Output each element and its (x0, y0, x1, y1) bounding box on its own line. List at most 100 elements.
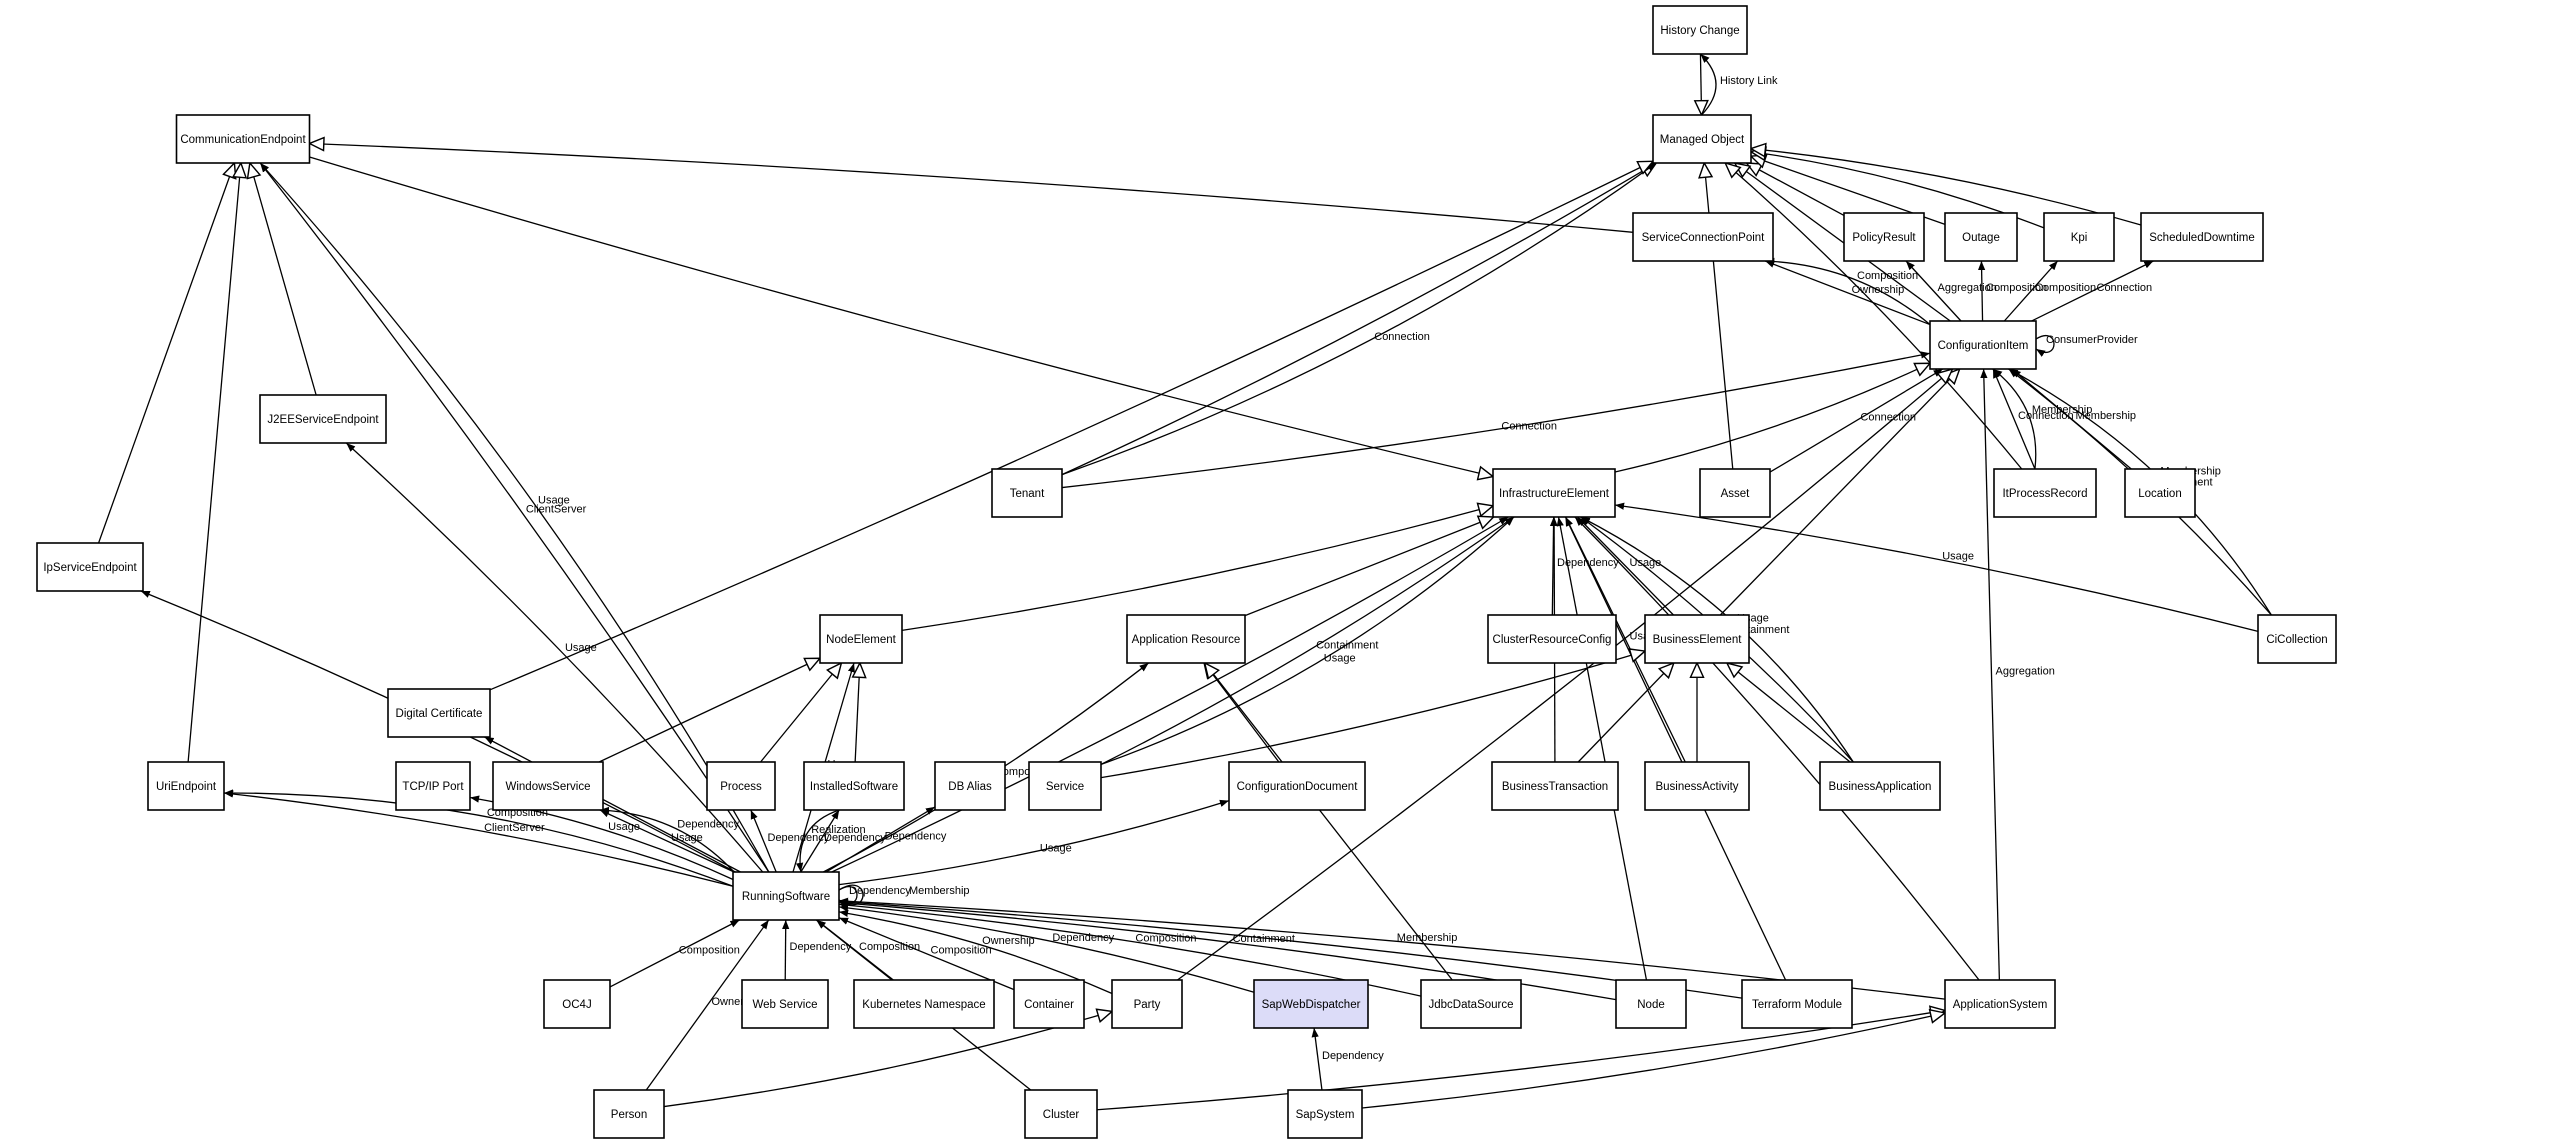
class-node-jdbc-data-source[interactable]: JdbcDataSource (1420, 979, 1522, 1029)
association-line (2031, 260, 2154, 322)
class-node-cluster-resource-config[interactable]: ClusterResourceConfig (1487, 614, 1617, 664)
class-node-db-alias[interactable]: DB Alias (934, 761, 1006, 811)
class-node-business-element[interactable]: BusinessElement (1644, 614, 1750, 664)
class-node-tcpip-port[interactable]: TCP/IP Port (395, 761, 471, 811)
edge-configuration-item-to-scheduled-downtime (2031, 260, 2154, 322)
edge-scheduled-downtime-to-managed-object (1751, 149, 2142, 226)
class-node-node[interactable]: Node (1615, 979, 1687, 1029)
generalization-line (1577, 663, 1674, 763)
edge-label-usage: Usage (1040, 842, 1072, 854)
edge-running-software-to-uri-endpoint (223, 790, 734, 887)
edge-communication-endpoint-to-infrastructure-element (309, 156, 1494, 477)
class-node-party[interactable]: Party (1111, 979, 1183, 1029)
class-node-scheduled-downtime[interactable]: ScheduledDowntime (2140, 212, 2264, 262)
class-box (492, 761, 604, 811)
class-name: CommunicationEndpoint (180, 134, 306, 146)
class-node-node-element[interactable]: NodeElement (819, 614, 903, 664)
class-box (1126, 614, 1246, 664)
class-node-business-activity[interactable]: BusinessActivity (1644, 761, 1750, 811)
class-node-j2ee-service-endpoint[interactable]: J2EEServiceEndpoint (259, 394, 387, 444)
class-node-kpi[interactable]: Kpi (2043, 212, 2115, 262)
class-node-terraform-module[interactable]: Terraform Module (1741, 979, 1853, 1029)
edge-business-transaction-to-business-element (1577, 663, 1674, 763)
class-node-location[interactable]: Location (2124, 468, 2196, 518)
class-node-infrastructure-element[interactable]: InfrastructureElement (1492, 468, 1616, 518)
class-node-windows-service[interactable]: WindowsService (492, 761, 604, 811)
class-node-tenant[interactable]: Tenant (991, 468, 1063, 518)
class-box (1492, 468, 1616, 518)
class-box (1652, 5, 1748, 55)
class-node-cluster[interactable]: Cluster (1024, 1089, 1098, 1139)
class-node-ci-collection[interactable]: CiCollection (2257, 614, 2337, 664)
class-node-configuration-item[interactable]: ConfigurationItem (1929, 320, 2037, 370)
edge-running-software-to-digital-certificate (484, 736, 741, 873)
class-box (1111, 979, 1183, 1029)
class-node-uri-endpoint[interactable]: UriEndpoint (147, 761, 225, 811)
class-node-ip-service-endpoint[interactable]: IpServiceEndpoint (36, 542, 144, 592)
association-line (2003, 260, 2059, 322)
edge-label-aggregation: Aggregation (1996, 666, 2055, 678)
class-node-it-process-record[interactable]: ItProcessRecord (1993, 468, 2097, 518)
class-node-web-service[interactable]: Web Service (741, 979, 829, 1029)
class-node-process[interactable]: Process (706, 761, 776, 811)
class-node-sap-system[interactable]: SapSystem (1287, 1089, 1363, 1139)
association-line (1100, 516, 1515, 766)
association-line (838, 904, 1255, 993)
edge-service-to-business-element (1100, 651, 1645, 779)
edge-label-connection: Connection (1374, 331, 1430, 343)
class-name: Party (1134, 999, 1161, 1011)
edge-label-dependency: Dependency (677, 818, 739, 830)
class-node-policy-result[interactable]: PolicyResult (1843, 212, 1925, 262)
class-name: Person (611, 1109, 647, 1121)
class-box (1487, 614, 1617, 664)
class-box (1652, 114, 1752, 164)
class-name: UriEndpoint (156, 781, 217, 793)
edge-label-composition: Composition (1986, 282, 2047, 294)
class-node-application-resource[interactable]: Application Resource (1126, 614, 1246, 664)
edge-asset-to-managed-object (1704, 163, 1734, 470)
class-node-sap-web-dispatcher[interactable]: SapWebDispatcher (1253, 979, 1369, 1029)
generalization-line (1751, 149, 2142, 226)
class-node-business-application[interactable]: BusinessApplication (1819, 761, 1941, 811)
class-node-kubernetes-namespace[interactable]: Kubernetes Namespace (853, 979, 995, 1029)
edge-sap-system-to-application-system (1361, 1013, 1945, 1109)
edge-installed-software-to-running-software (796, 809, 840, 873)
generalization-line (1061, 163, 1656, 476)
class-node-asset[interactable]: Asset (1699, 468, 1771, 518)
class-name: InstalledSoftware (810, 781, 898, 793)
edge-windows-service-to-node-element (598, 658, 820, 763)
edge-label-aggregation: Aggregation (1938, 282, 1997, 294)
edge-policy-result-to-managed-object (1747, 163, 1845, 217)
generalization-line (1614, 363, 1930, 473)
class-node-installed-software[interactable]: InstalledSoftware (803, 761, 905, 811)
association-line (599, 809, 735, 873)
class-node-business-transaction[interactable]: BusinessTransaction (1491, 761, 1619, 811)
class-node-outage[interactable]: Outage (1944, 212, 2018, 262)
class-box (1420, 979, 1522, 1029)
generalization-line (598, 658, 820, 763)
class-node-service-connection-point[interactable]: ServiceConnectionPoint (1632, 212, 1774, 262)
edge-running-software-to-communication-endpoint (259, 162, 770, 873)
class-node-running-software[interactable]: RunningSoftware (732, 871, 840, 921)
class-box (934, 761, 1006, 811)
class-node-digital-certificate[interactable]: Digital Certificate (387, 688, 491, 738)
class-node-person[interactable]: Person (593, 1089, 665, 1139)
edge-ip-service-endpoint-to-communication-endpoint (97, 163, 235, 544)
class-node-application-system[interactable]: ApplicationSystem (1944, 979, 2056, 1029)
edge-process-to-node-element (760, 663, 842, 763)
class-node-history-change[interactable]: History Change (1652, 5, 1748, 55)
class-node-managed-object[interactable]: Managed Object (1652, 114, 1752, 164)
edge-party-to-configuration-item (1177, 369, 1952, 981)
edge-person-to-running-software (645, 919, 770, 1091)
class-node-service[interactable]: Service (1028, 761, 1102, 811)
class-box (1632, 212, 1774, 262)
class-node-communication-endpoint[interactable]: CommunicationEndpoint (175, 114, 311, 164)
edge-cluster-to-application-system (1096, 1010, 1945, 1111)
class-box (543, 979, 611, 1029)
class-node-configuration-document[interactable]: ConfigurationDocument (1228, 761, 1366, 811)
class-box (819, 614, 903, 664)
class-box (1819, 761, 1941, 811)
edge-label-clientserver: ClientServer (484, 822, 545, 834)
class-node-container[interactable]: Container (1013, 979, 1085, 1029)
class-node-oc4j[interactable]: OC4J (543, 979, 611, 1029)
